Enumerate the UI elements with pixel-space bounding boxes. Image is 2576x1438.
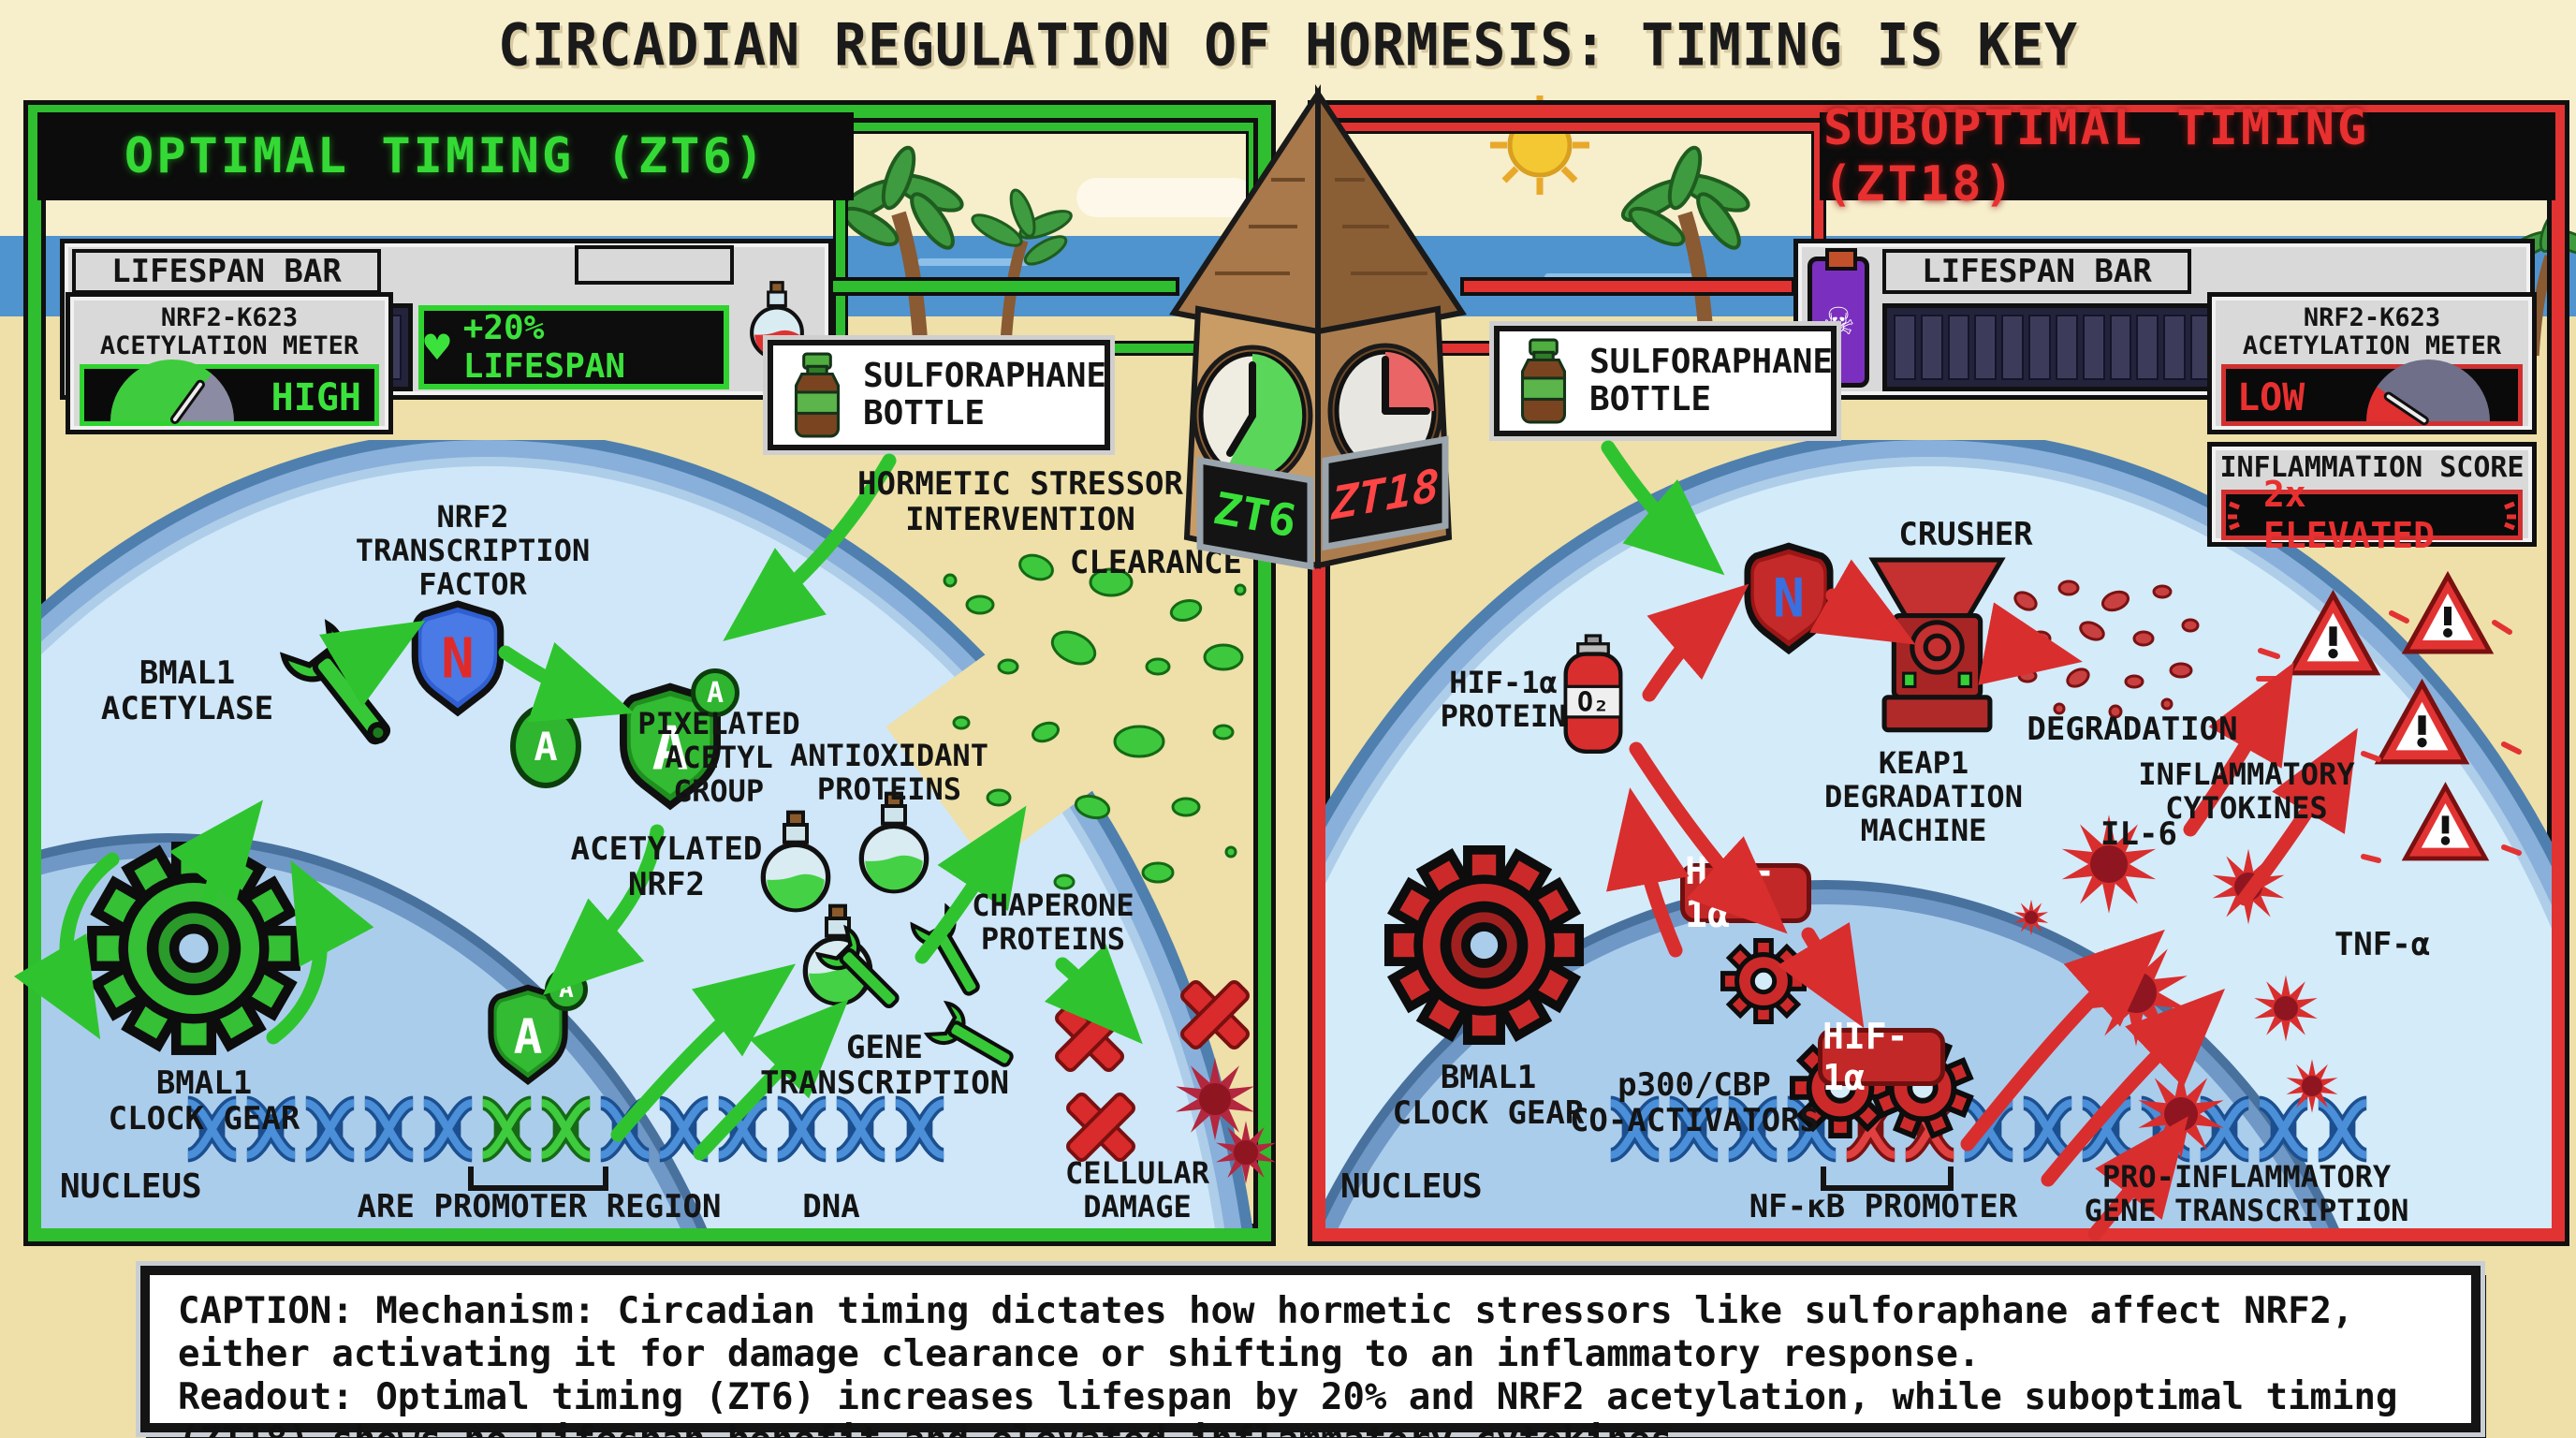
acetylated-nrf2-label: ACETYLATED NRF2 [570, 830, 763, 904]
bmal1-acetylase-label: BMAL1 ACETYLASE [100, 654, 274, 728]
palm-tree-icon [971, 188, 1073, 348]
acetyl-group-label: PIXELATED ACETYL GROUP [637, 706, 800, 809]
antioxidant-label: ANTIOXIDANT PROTEINS [790, 738, 988, 807]
bmal1-gear-label-right: BMAL1 CLOCK GEAR [1392, 1059, 1585, 1133]
damage-x-icon [1067, 1093, 1134, 1161]
bmal1-gear-icon-left [87, 842, 300, 1055]
bmal1-gear-icon-right [1383, 844, 1585, 1046]
svg-text:A: A [514, 1009, 543, 1064]
red-gear-small-icon [1720, 938, 1807, 1024]
sulforaphane-label-left: SULFORAPHANE BOTTLE [863, 357, 1107, 433]
svg-text:N: N [1773, 568, 1805, 630]
heart-icon: ♥ [424, 322, 450, 373]
hif1a-badge-dna: HIF-1α [1818, 1016, 1945, 1098]
chaperone-label: CHAPERONE PROTEINS [972, 888, 1134, 957]
degradation-fragments [2013, 580, 2200, 719]
inflammation-screen: 2x ELEVATED [2221, 474, 2523, 556]
damage-x-icon [1181, 981, 1249, 1049]
hif1a-badge: HIF-1α [1680, 850, 1811, 936]
lifespan-bar-tab-right: LIFESPAN BAR [1882, 249, 2191, 294]
keap1-machine-icon [1868, 557, 2006, 733]
tnfa-label: TNF-α [2334, 926, 2431, 963]
inflammation-reading: 2x ELEVATED [2263, 474, 2436, 556]
nrf2-shield-red-icon: N [1743, 537, 1835, 663]
warning-sparks [2256, 610, 2522, 863]
are-promoter-label: ARE PROMOTER REGION [357, 1188, 722, 1225]
acetyl-group-icon: A [510, 704, 581, 788]
meter-reading-left: HIGH [271, 376, 361, 419]
are-bracket [468, 1167, 608, 1191]
acetylated-nrf2-shield-icon: A A [618, 668, 739, 814]
clock-tower: ZT6 ZT18 [1169, 83, 1467, 570]
cloud [1076, 178, 1254, 217]
p300-label: p300/CBP CO-ACTIVATORS [1569, 1066, 1820, 1140]
acetylase-wrench-icon [279, 619, 391, 745]
caption-box: CAPTION: Mechanism: Circadian timing dic… [140, 1266, 2481, 1438]
gauge-left [110, 360, 234, 426]
nucleus-label-right: NUCLEUS [1340, 1167, 1483, 1206]
lifespan-bar-tab-blank [575, 245, 734, 285]
degradation-label: DEGRADATION [2027, 711, 2238, 748]
caption-readout: Readout: Optimal timing (ZT6) increases … [178, 1376, 2398, 1438]
intervention-label: HORMETIC STRESSOR INTERVENTION [857, 465, 1183, 539]
dna-strand-right [1605, 1093, 2372, 1165]
zt6-sign: ZT6 [1196, 456, 1314, 570]
acetylation-meter-title-left: NRF2-K623 ACETYLATION METER [99, 303, 359, 361]
nrf2-shield-icon: N [410, 599, 505, 721]
sulforaphane-label-right: SULFORAPHANE BOTTLE [1589, 343, 1834, 418]
gauge-needle [168, 377, 207, 426]
svg-text:N: N [441, 625, 474, 690]
keap1-label: KEAP1 DEGRADATION MACHINE [1824, 745, 2023, 848]
dna-bound-shield-icon: A A [487, 968, 588, 1090]
acetylation-meter-left: NRF2-K623 ACETYLATION METER HIGH [66, 292, 393, 434]
caption-mechanism: CAPTION: Mechanism: Circadian timing dic… [178, 1290, 2354, 1376]
svg-text:A: A [652, 713, 689, 784]
svg-text:O₂: O₂ [1577, 686, 1609, 717]
acetylation-meter-title-right: NRF2-K623 ACETYLATION METER [2242, 303, 2502, 361]
damage-x-icon [1056, 1004, 1123, 1071]
sulforaphane-bottle-icon [794, 352, 841, 438]
bmal1-gear-label-left: BMAL1 CLOCK GEAR [108, 1064, 300, 1138]
pro-inflammatory-label: PRO-INFLAMMATORY GENE TRANSCRIPTION [2084, 1159, 2409, 1228]
nfkb-bracket [1821, 1167, 1954, 1191]
clearance-particles [943, 553, 1247, 890]
optimal-panel-header: OPTIMAL TIMING (ZT6) [41, 116, 850, 197]
meter-reading-right: LOW [2237, 376, 2305, 419]
acetyl-letter: A [534, 723, 558, 770]
nucleus-label-left: NUCLEUS [60, 1167, 202, 1206]
spark-icon [2504, 501, 2516, 531]
inflammation-title: INFLAMMATION SCORE [2219, 451, 2525, 484]
dna-label: DNA [802, 1188, 860, 1225]
o2-tank-icon: O₂ [1563, 634, 1623, 754]
nfkb-promoter-label: NF-κB PROMOTER [1749, 1188, 2018, 1225]
clock-red-wedge [1385, 352, 1434, 411]
suboptimal-panel-header: SUBOPTIMAL TIMING (ZT18) [1823, 100, 2552, 213]
acetylation-meter-screen-right: LOW [2221, 360, 2523, 428]
lifespan-result-left: ♥ +20% LIFESPAN [418, 305, 729, 389]
inflammation-score-box: INFLAMMATION SCORE 2x ELEVATED [2207, 442, 2537, 556]
sulforaphane-bottle-icon [1520, 338, 1567, 424]
il6-label: IL-6 [2100, 815, 2177, 853]
gene-transcription-label: GENE TRANSCRIPTION [759, 1029, 1010, 1103]
spark-icon [2228, 501, 2240, 531]
cellular-damage-label: CELLULAR DAMAGE [1064, 1155, 1210, 1225]
hif1a-protein-label: HIF-1α PROTEIN [1440, 665, 1567, 734]
nrf2-label: NRF2 TRANSCRIPTION FACTOR [355, 499, 591, 602]
gauge-right [2366, 360, 2490, 428]
sulforaphane-box-left: SULFORAPHANE BOTTLE [768, 340, 1110, 450]
acetylation-meter-screen-left: HIGH [80, 360, 379, 426]
acetylation-meter-right: NRF2-K623 ACETYLATION METER LOW [2207, 292, 2537, 434]
zt18-sign: ZT18 [1322, 435, 1449, 551]
gauge-needle [2381, 389, 2431, 428]
clock-green-wedge [1226, 354, 1303, 477]
crusher-label: CRUSHER [1898, 516, 2033, 553]
lifespan-bar-tab-left: LIFESPAN BAR [72, 249, 381, 294]
page-title: CIRCADIAN REGULATION OF HORMESIS: TIMING… [497, 10, 2079, 80]
lifespan-result-text: +20% LIFESPAN [462, 309, 626, 386]
sulforaphane-box-right: SULFORAPHANE BOTTLE [1494, 326, 1837, 436]
